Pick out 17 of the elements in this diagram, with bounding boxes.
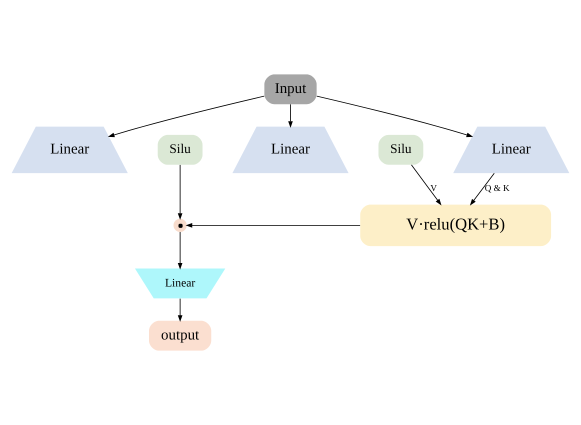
arrow [316, 96, 474, 138]
node-circle [173, 218, 187, 232]
edge-label: Q & K [484, 183, 510, 194]
arrow [470, 172, 495, 206]
node-box: Silu [158, 134, 203, 165]
node-box: output [149, 320, 212, 351]
arrow [288, 104, 293, 128]
arrow [178, 164, 182, 220]
node-box: Input [264, 74, 317, 104]
arrow [178, 298, 182, 322]
arrow [178, 232, 182, 270]
arrow [108, 96, 265, 138]
node-box: Silu [378, 134, 424, 165]
edge-label: V [430, 183, 437, 194]
node-box: V·relu(QK+B) [360, 204, 552, 246]
arrow [411, 164, 442, 206]
arrow [186, 223, 361, 228]
